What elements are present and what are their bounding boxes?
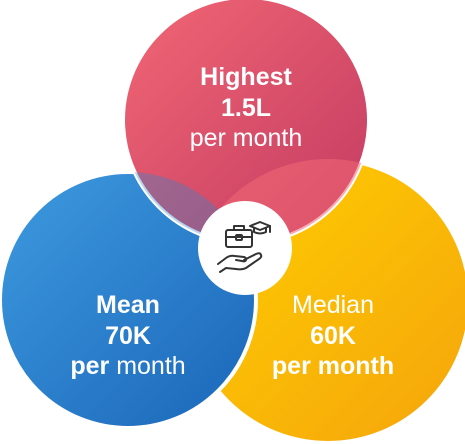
mean-unit: per month (70, 351, 185, 382)
mean-value: 70K (105, 321, 151, 350)
median-unit: per month (271, 352, 395, 380)
mean-label: Mean 70K per month (70, 290, 185, 382)
circle-mean (0, 170, 258, 430)
highest-label: Highest 1.5L per month (190, 62, 303, 154)
highest-unit: per month (189, 124, 303, 152)
mean-title: Mean (96, 291, 160, 319)
mean-unit-per: per (70, 352, 110, 380)
highest-value: 1.5L (220, 93, 272, 122)
highest-title: Highest (200, 63, 292, 91)
median-title: Median (292, 291, 374, 319)
mean-unit-month: month (116, 352, 186, 380)
median-label: Median 60K per month (272, 290, 394, 382)
median-value: 60K (310, 321, 356, 350)
briefcase-graduation-cap-hand-icon (214, 220, 274, 276)
